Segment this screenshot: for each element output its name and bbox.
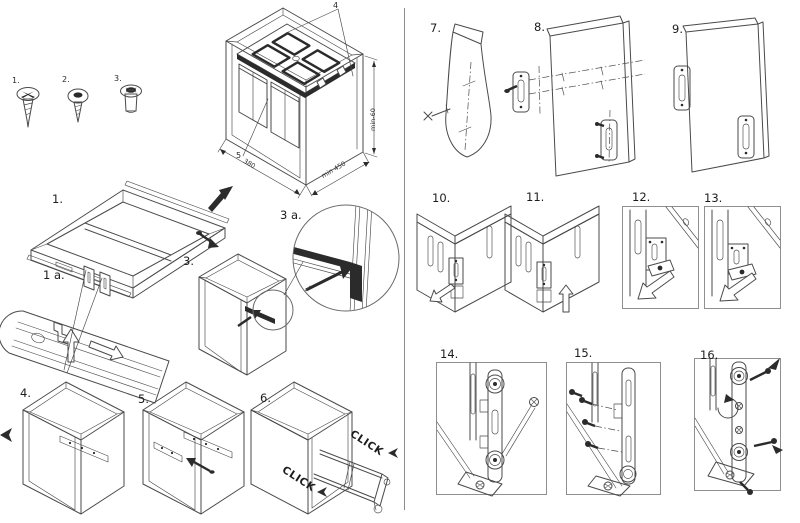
door-bracket-bar [613, 367, 637, 485]
remove-arrow-icon [719, 272, 757, 302]
cabinet-outline [198, 253, 287, 376]
detail-circle [292, 204, 400, 312]
mount-bracket [727, 243, 757, 281]
click-arrow-icon [388, 448, 398, 458]
screw-pointer-icon [739, 481, 753, 495]
frame-rails [26, 180, 230, 299]
slide-rails [237, 54, 355, 98]
figure-step16-detail [694, 358, 783, 495]
screw-countersunk-icon [16, 87, 40, 128]
step-label-13: 13. [704, 191, 723, 205]
figure-step15-detail [566, 362, 661, 497]
callout-5: 5 [236, 151, 242, 160]
foot-bracket [457, 471, 503, 497]
rail-icon [153, 431, 233, 463]
step-label-10: 10. [432, 191, 451, 205]
waste-bins [238, 63, 300, 149]
mount-bracket [448, 257, 464, 299]
figure-step6-cabinet [250, 381, 398, 515]
step-label-1a: 1 a. [43, 268, 65, 282]
slide-arrow-icon [88, 340, 124, 361]
figure-step4-cabinet [22, 381, 125, 515]
mount-bracket [673, 65, 691, 111]
mount-bracket [737, 115, 755, 159]
step-label-9: 9. [672, 22, 683, 36]
edge-arrow-icon [0, 428, 12, 442]
up-arrow-icon [558, 284, 574, 313]
screw-pointer-icon [423, 104, 451, 121]
step-label-3: 3. [183, 254, 194, 268]
screw-panhead-icon [67, 88, 89, 123]
step-label-14: 14. [440, 347, 459, 361]
figure-step13-detail [704, 206, 781, 309]
figure-step1-frame [26, 180, 233, 299]
mount-bracket [645, 237, 675, 277]
detail-circle [252, 289, 294, 331]
step-label-8: 8. [534, 20, 545, 34]
up-arrow-icon [62, 328, 80, 363]
figure-overview-bin-unit [217, 7, 378, 199]
dimension-lines [217, 55, 378, 199]
step-label-7: 7. [430, 21, 441, 35]
step-label-1: 1. [52, 192, 63, 206]
figure-step10-corner [416, 205, 512, 313]
insert-arrow-icon [237, 316, 252, 327]
rail-icon [59, 435, 109, 463]
door-bracket-bar [730, 361, 748, 483]
figure-step14-detail [436, 362, 547, 497]
step-label-6: 6. [260, 391, 271, 405]
step-label-12: 12. [632, 190, 651, 204]
step-label-15: 15. [574, 346, 593, 360]
screw-pointer-icon [186, 458, 215, 474]
screw-pointer-icon [196, 231, 219, 248]
foot-bracket [587, 475, 631, 497]
screw-pointer-icon [749, 358, 780, 382]
screw-euro-icon [120, 84, 142, 113]
screw-pointer-icon [753, 438, 783, 454]
figure-step3a-detail [292, 204, 400, 312]
figure-step8-door [504, 15, 646, 177]
screw-pointer-icon [504, 84, 518, 93]
click-arrow-icon [317, 487, 327, 497]
figure-step9-door [673, 17, 770, 173]
figure-step11-corner [504, 205, 600, 313]
pull-direction-arrow-icon [208, 186, 233, 212]
callout-4: 4 [333, 1, 339, 10]
detail-content [293, 205, 373, 311]
step-label-3a: 3 a. [280, 208, 302, 222]
step-label-11: 11. [526, 190, 545, 204]
figure-step5-cabinet [142, 381, 245, 515]
figure-step1a-latch-detail [0, 310, 170, 404]
remove-arrow-icon [429, 283, 456, 303]
page-divider [404, 8, 405, 510]
screw-pointer-icon [501, 397, 539, 457]
step-label-16: 16. [700, 348, 719, 362]
figure-step12-detail [622, 206, 699, 309]
step-label-4: 4. [20, 386, 31, 400]
figure-step3-cabinet [198, 253, 294, 376]
pullout-frame [313, 449, 391, 514]
part-label-1: 1. [12, 76, 20, 85]
mount-bracket [512, 71, 530, 113]
figure-step7-door [423, 23, 492, 158]
part-label-3: 3. [114, 74, 122, 83]
part-label-2: 2. [62, 75, 70, 84]
figure-screws [16, 84, 142, 128]
remove-arrow-icon [637, 270, 675, 300]
mount-bracket [595, 119, 618, 161]
step-label-5: 5. [138, 392, 149, 406]
screws-group [569, 389, 623, 453]
dimension-height: min-60 [369, 108, 377, 131]
mount-bracket [536, 261, 552, 303]
